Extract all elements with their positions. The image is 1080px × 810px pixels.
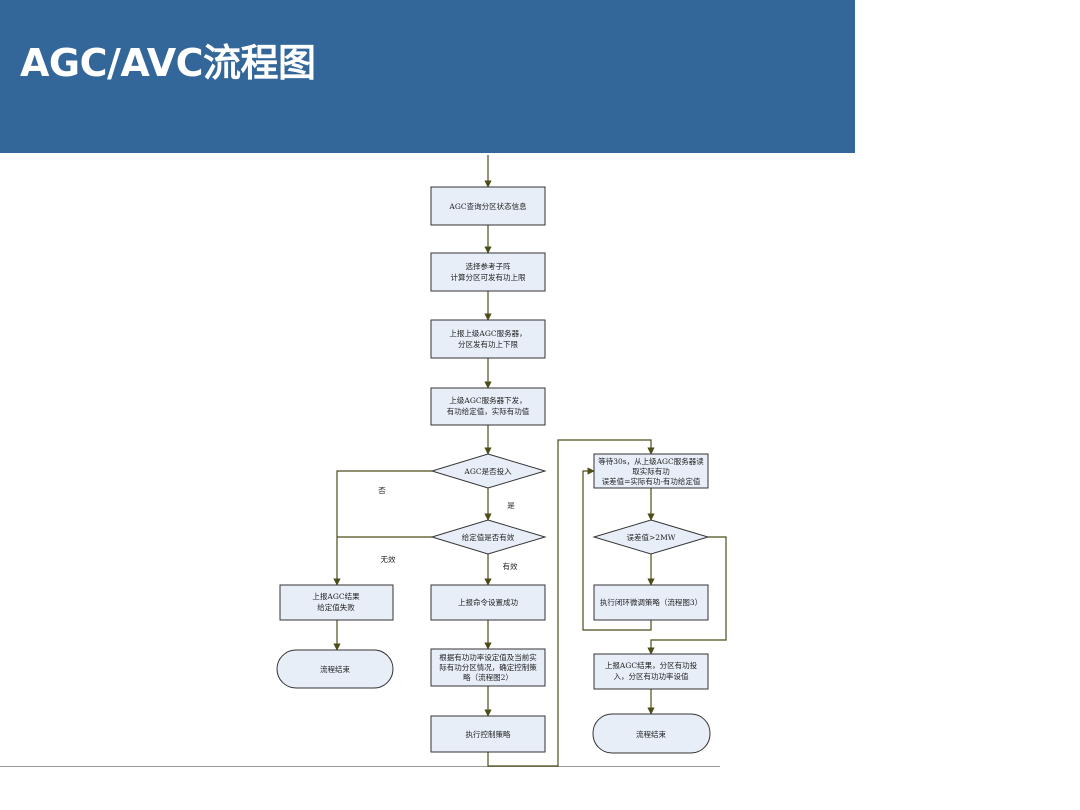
node-label-line: 给定值失败 xyxy=(317,602,355,612)
edge-label-no: 否 xyxy=(378,486,386,495)
decision-setpoint-valid: 给定值是否有效 xyxy=(430,519,547,555)
node-label-line: 上报AGC结果 xyxy=(312,591,360,601)
edge-enabled-no xyxy=(333,470,432,586)
node-execute-strategy: 执行控制策略 xyxy=(430,715,546,753)
node-label: 上报命令设置成功 xyxy=(458,597,518,607)
node-select-reference: 选择参考子阵 计算分区可发有功上限 xyxy=(430,252,546,292)
node-label-line: 上报上级AGC服务器， xyxy=(449,328,526,338)
node-label-line: 上报AGC结果，分区有功投 xyxy=(605,660,698,670)
terminal-end-left: 流程结束 xyxy=(276,649,394,689)
node-report-result: 上报AGC结果，分区有功投 入，分区有功功率设值 xyxy=(593,653,709,690)
node-label: 执行闭环微调策略（流程图3） xyxy=(600,597,702,607)
node-report-fail: 上报AGC结果 给定值失败 xyxy=(279,584,394,621)
edge-check-exit xyxy=(647,536,727,655)
node-label-line: 际有功分区情况，确定控制策 xyxy=(439,662,537,672)
node-label-line: 等待30s，从上级AGC服务器读 xyxy=(598,456,704,466)
node-label: 执行控制策略 xyxy=(466,729,511,739)
node-server-dispatch: 上级AGC服务器下发， 有功给定值，实际有功值 xyxy=(430,387,546,426)
slide-title: AGC/AVC流程图 xyxy=(20,41,316,85)
decision-label: 误差值>2MW xyxy=(627,532,676,542)
node-label-line: 根据有功功率设定值及当前实 xyxy=(439,652,537,662)
node-wait-read: 等待30s，从上级AGC服务器读 取实际有功 误差值=实际有功-有功给定值 xyxy=(593,453,709,489)
decision-label: 给定值是否有效 xyxy=(462,532,515,542)
edge-label-invalid: 无效 xyxy=(381,554,396,564)
decision-agc-enabled: AGC是否投入 xyxy=(430,453,547,489)
node-report-success: 上报命令设置成功 xyxy=(430,584,546,621)
node-label-line: 选择参考子阵 xyxy=(466,261,511,271)
edge-loop-back xyxy=(582,467,652,631)
terminal-label: 流程结束 xyxy=(320,664,350,674)
node-label-line: 略（流程图2） xyxy=(463,672,513,682)
terminal-label: 流程结束 xyxy=(636,729,666,739)
node-query-status: AGC查询分区状态信息 xyxy=(430,186,546,226)
node-label-line: 入，分区有功功率设值 xyxy=(614,671,689,681)
node-report-limits: 上报上级AGC服务器， 分区发有功上下限 xyxy=(430,319,546,359)
edge-execute-wait xyxy=(487,439,655,767)
node-label-line: 取实际有功 xyxy=(632,466,670,476)
decision-error-check: 误差值>2MW xyxy=(592,519,710,555)
edge-label-yes: 是 xyxy=(507,501,515,510)
node-label-line: 有功给定值，实际有功值 xyxy=(447,406,530,416)
edge-label-valid: 有效 xyxy=(503,561,518,571)
node-label: AGC查询分区状态信息 xyxy=(448,201,527,211)
terminal-end-right: 流程结束 xyxy=(592,713,711,754)
node-label-line: 计算分区可发有功上限 xyxy=(451,272,526,282)
node-label-line: 误差值=实际有功-有功给定值 xyxy=(602,476,701,486)
node-determine-strategy: 根据有功功率设定值及当前实 际有功分区情况，确定控制策 略（流程图2） xyxy=(430,648,546,687)
node-closed-loop: 执行闭环微调策略（流程图3） xyxy=(593,584,709,621)
node-label-line: 分区发有功上下限 xyxy=(458,339,518,349)
node-label-line: 上级AGC服务器下发， xyxy=(449,395,526,405)
slide-header: AGC/AVC流程图 xyxy=(0,0,855,153)
footer-divider xyxy=(0,766,720,767)
flow-connectors xyxy=(333,155,727,767)
decision-label: AGC是否投入 xyxy=(463,466,512,476)
